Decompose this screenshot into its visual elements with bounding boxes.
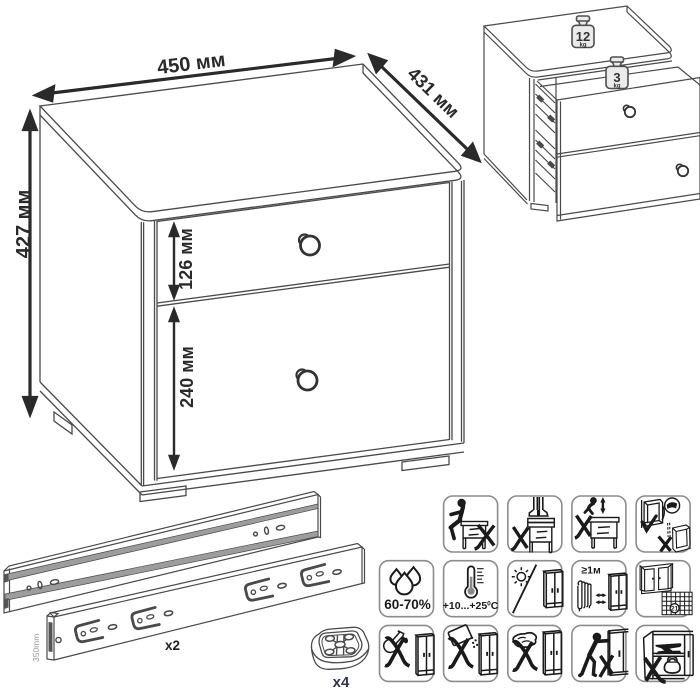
svg-text:≥1м: ≥1м	[581, 565, 601, 577]
svg-text:350mm: 350mm	[31, 634, 41, 662]
svg-text:240 мм: 240 мм	[177, 346, 197, 408]
svg-text:kg: kg	[579, 43, 586, 49]
svg-text:kg: kg	[613, 84, 620, 90]
svg-text:427 мм: 427 мм	[13, 190, 35, 259]
svg-text:+10...+250C: +10...+250C	[443, 600, 499, 612]
svg-text:21: 21	[671, 606, 679, 613]
svg-text:x4: x4	[333, 674, 350, 689]
svg-text:60-70%: 60-70%	[384, 597, 431, 612]
svg-text:126 мм: 126 мм	[176, 228, 196, 290]
svg-text:x2: x2	[165, 638, 180, 653]
svg-text:431 мм: 431 мм	[403, 63, 463, 122]
svg-text:12: 12	[576, 29, 590, 44]
svg-text:3: 3	[613, 70, 620, 85]
